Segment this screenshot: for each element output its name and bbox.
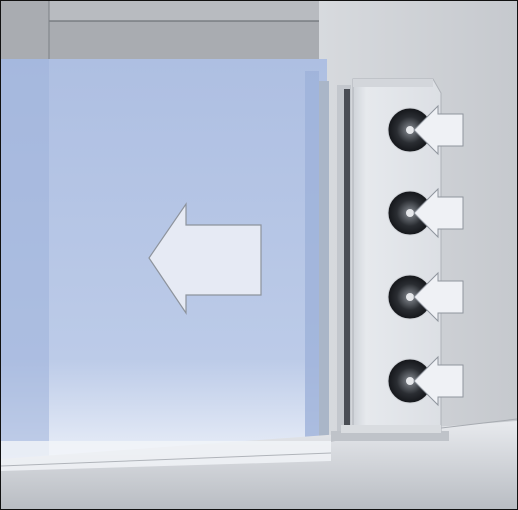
header-top (49, 1, 319, 21)
